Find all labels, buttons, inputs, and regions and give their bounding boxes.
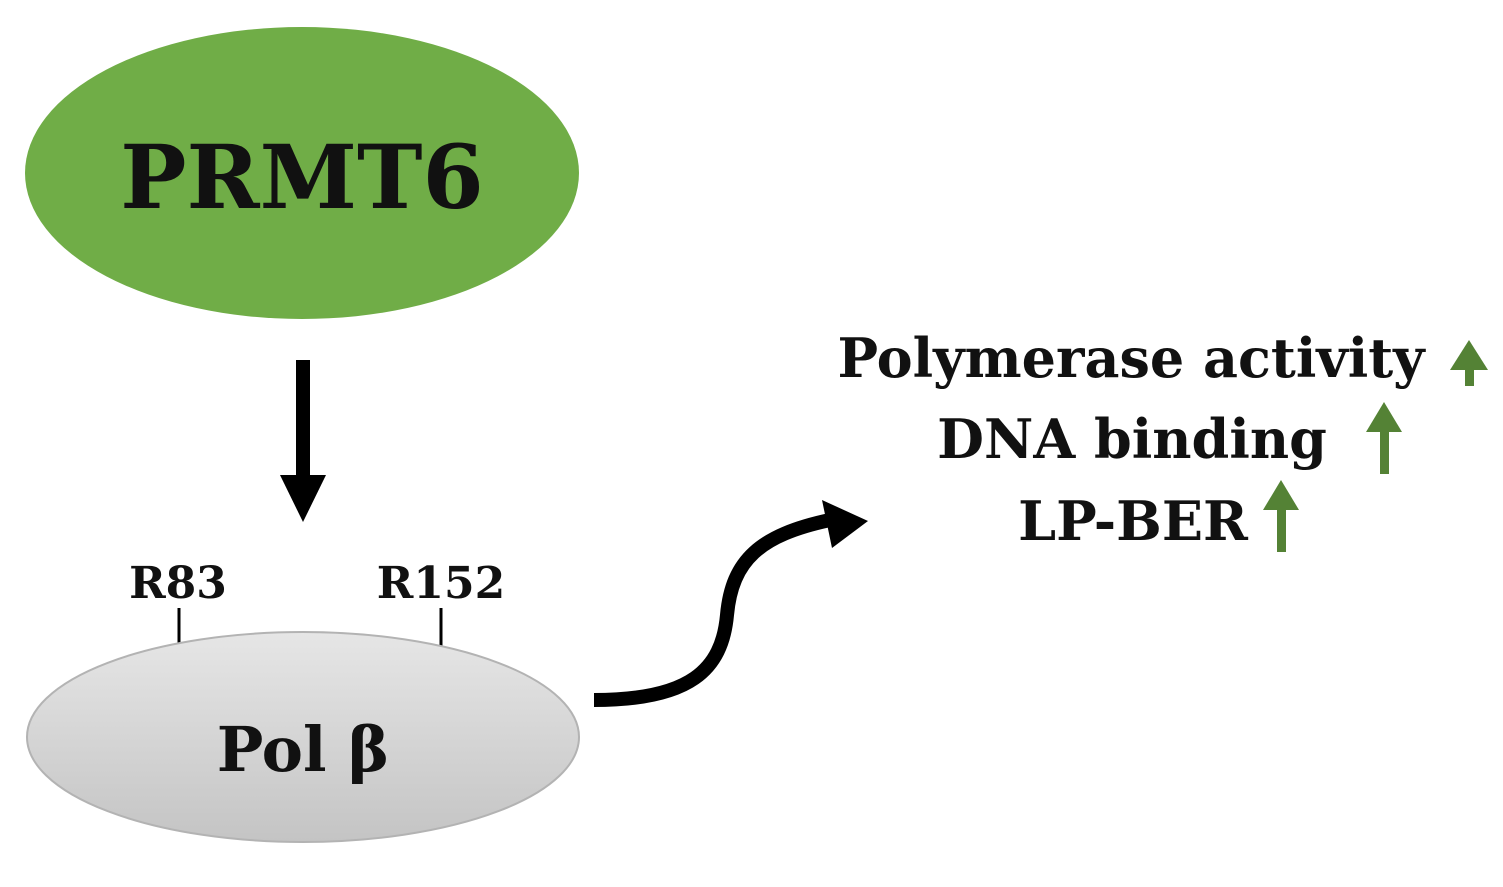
up-arrow-icon	[1366, 402, 1402, 474]
effects-list: Polymerase activity DNA binding LP-BER	[837, 326, 1488, 553]
effect-dna-binding: DNA binding	[937, 407, 1327, 471]
site-r152-label: R152	[377, 558, 505, 609]
site-r83: R83	[129, 558, 227, 646]
effect-polymerase-activity: Polymerase activity	[837, 326, 1426, 390]
up-arrow-icon	[1263, 480, 1299, 552]
methylation-arrow	[280, 360, 326, 522]
prmt6-label: PRMT6	[120, 125, 483, 229]
effect-arrow-head	[822, 500, 868, 548]
effect-arrow-shaft	[593, 513, 832, 707]
effect-lp-ber: LP-BER	[1018, 489, 1249, 553]
pol-beta-ellipse	[26, 631, 580, 843]
pol-beta-label: Pol β	[217, 713, 390, 786]
methylation-arrow-head	[280, 475, 326, 522]
site-r83-label: R83	[129, 558, 227, 609]
up-arrow-icon	[1450, 340, 1488, 386]
prmt6-node: PRMT6	[25, 27, 579, 319]
effect-arrow	[593, 500, 868, 707]
pol-beta-node: Pol β	[26, 631, 580, 843]
site-r152: R152	[377, 558, 505, 646]
prmt6-ellipse	[25, 27, 579, 319]
